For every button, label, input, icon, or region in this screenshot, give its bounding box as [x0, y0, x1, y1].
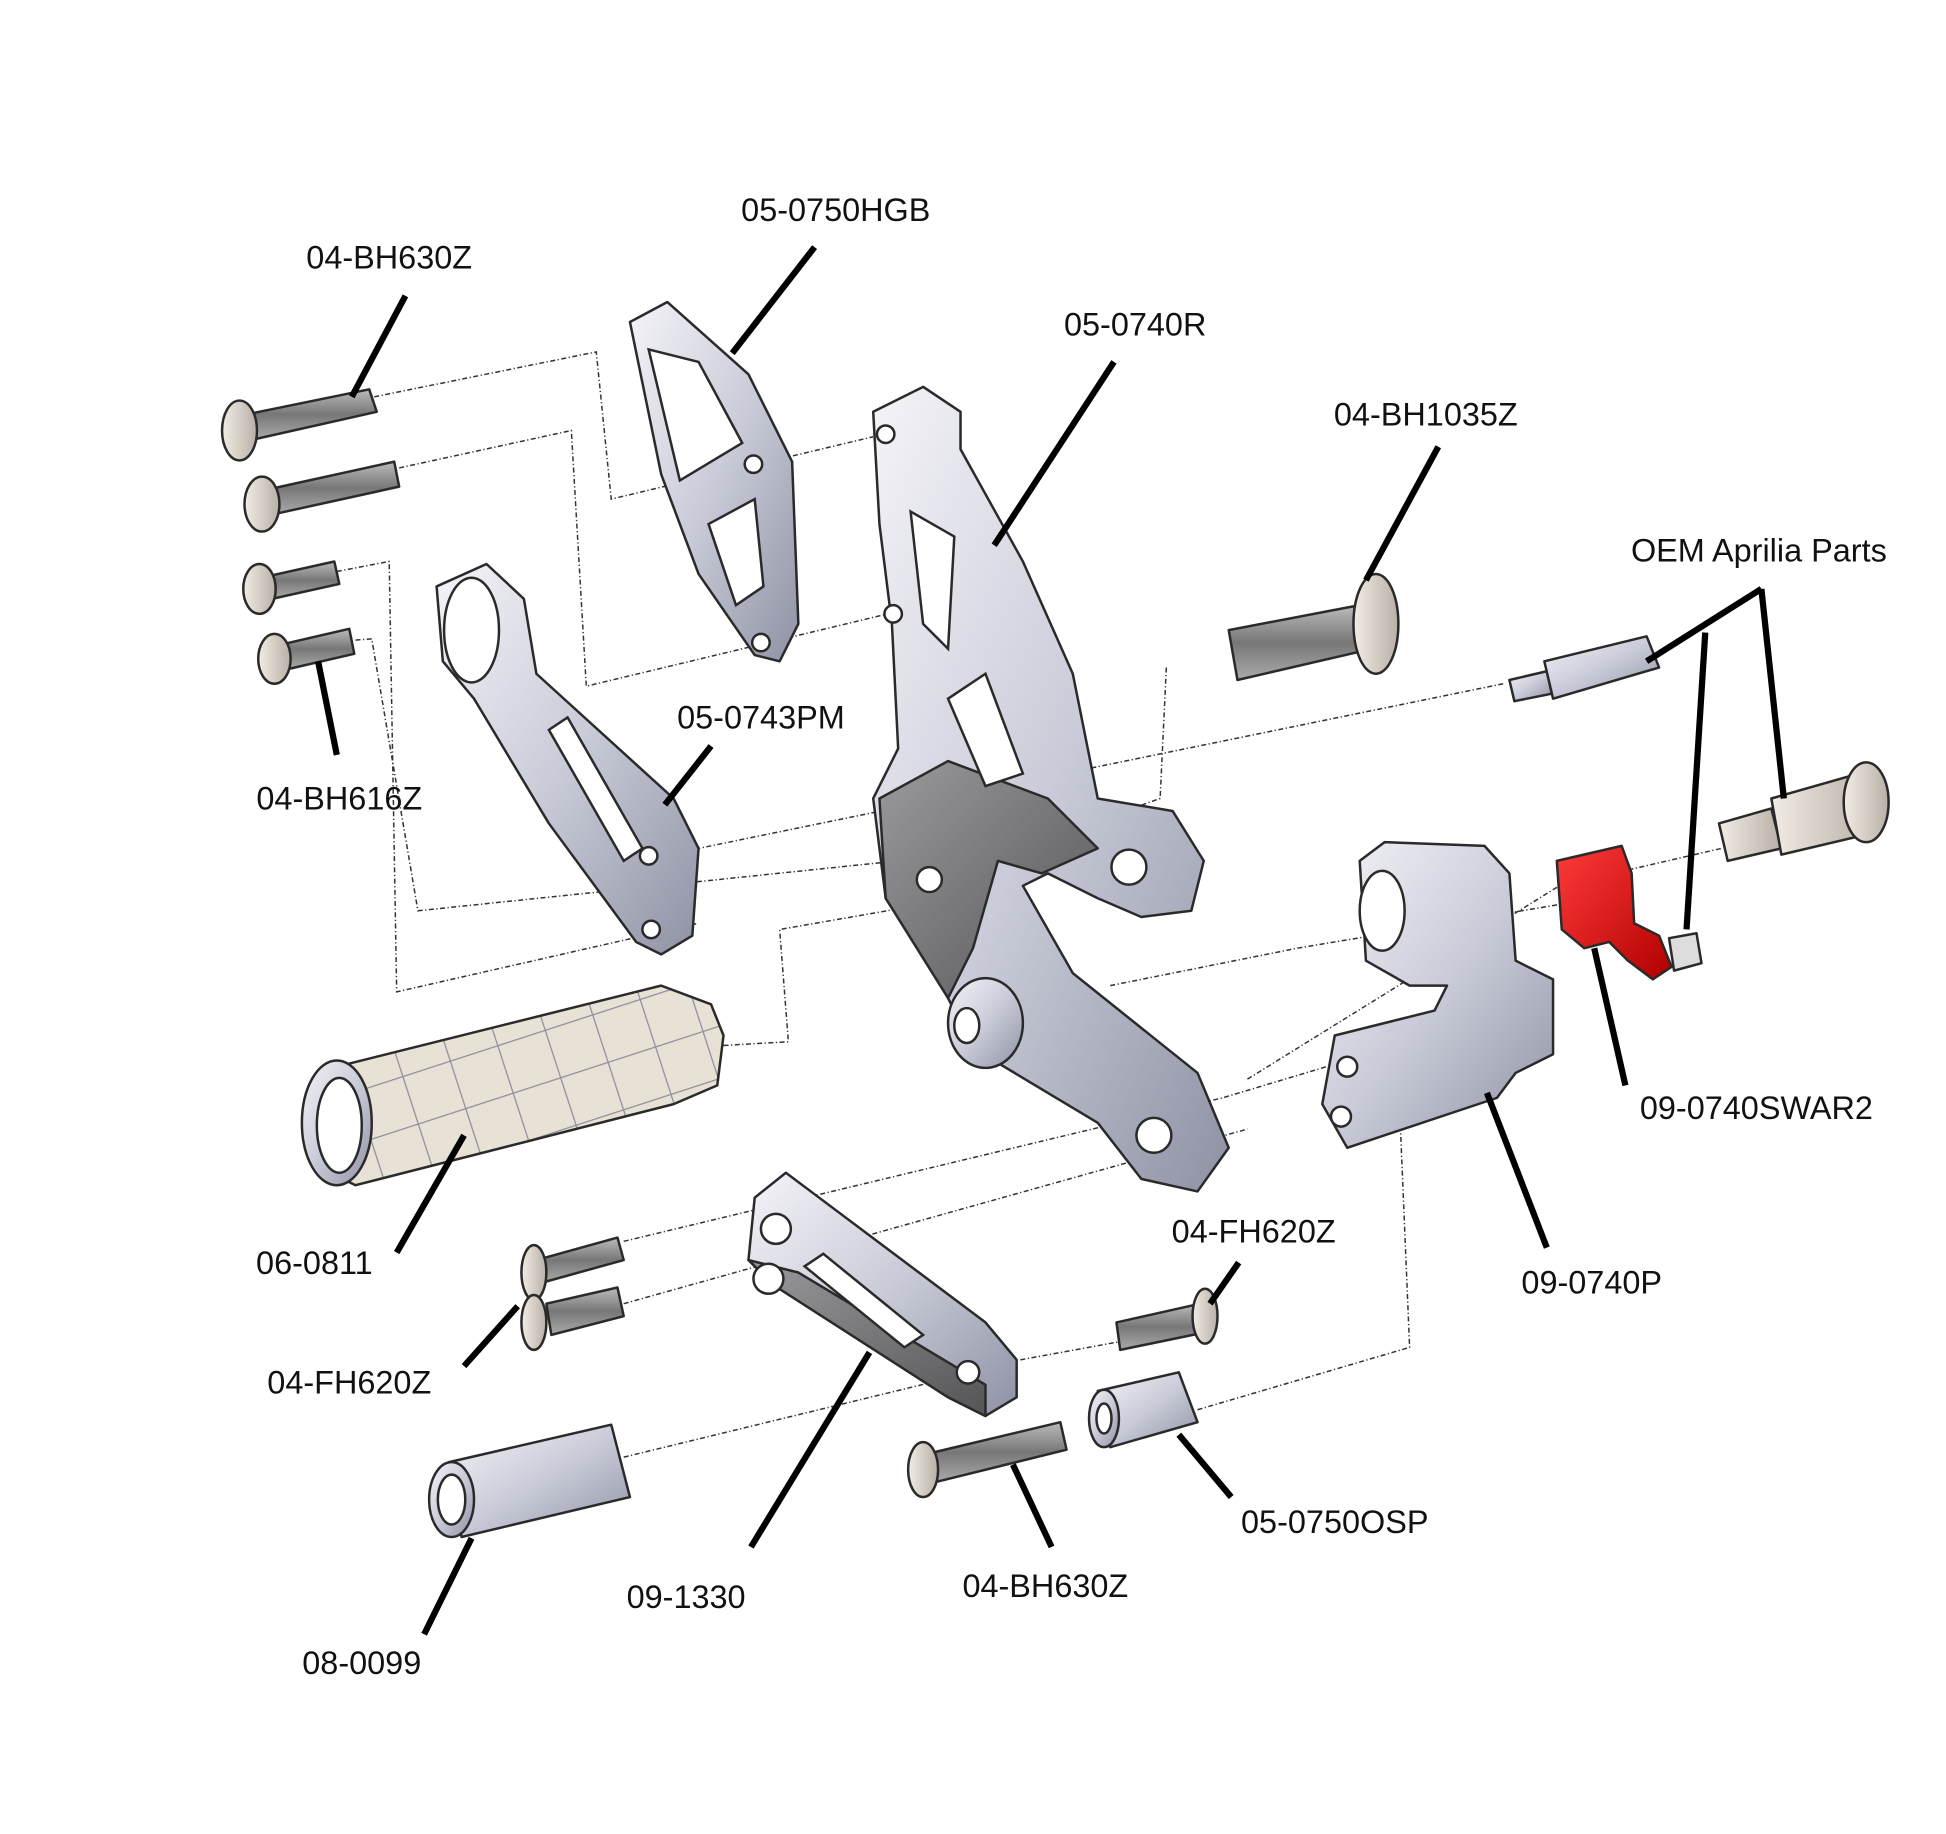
label-08-0099: 08-0099: [302, 1645, 421, 1681]
oem-hex-standoff: [1508, 635, 1661, 703]
link-plate-09-1330: [747, 1171, 1018, 1418]
label-09-0740P: 09-0740P: [1521, 1265, 1662, 1301]
parts: [220, 300, 1890, 1539]
hanger-bracket-05-0750HGB: [628, 300, 800, 663]
part-labels: 05-0750HGB 04-BH630Z 05-0740R 04-BH1035Z…: [256, 192, 1887, 1681]
label-09-0740SWAR2: 09-0740SWAR2: [1640, 1090, 1873, 1126]
label-04-FH620Z-left: 04-FH620Z: [267, 1365, 431, 1401]
flat-head-bolt-1: [520, 1236, 625, 1302]
sleeve-08-0099: [427, 1423, 632, 1539]
flat-head-bolt-2: [520, 1286, 625, 1352]
label-05-0750HGB: 05-0750HGB: [741, 192, 930, 228]
label-04-FH620Z-right: 04-FH620Z: [1172, 1214, 1336, 1250]
label-oem-aprilia-parts: OEM Aprilia Parts: [1631, 532, 1887, 568]
bolt-short-2: [256, 627, 356, 685]
bolt-short-1: [242, 560, 341, 616]
label-05-0740R: 05-0740R: [1064, 307, 1206, 343]
label-04-BH630Z-top: 04-BH630Z: [306, 239, 472, 275]
switch-bracket-09-0740SWAR2: [1555, 844, 1703, 981]
bolt-long-2: [243, 460, 401, 533]
oem-shoulder-bolt: [1717, 761, 1890, 863]
bolt-04-BH630Z-top: [220, 388, 378, 462]
pivot-bolt-04-BH1035Z: [1227, 572, 1400, 682]
pedal-arm-05-0743PM: [435, 562, 700, 956]
label-05-0743PM: 05-0743PM: [677, 700, 845, 736]
label-09-1330: 09-1330: [627, 1579, 746, 1615]
label-04-BH630Z-bottom: 04-BH630Z: [962, 1568, 1128, 1604]
label-04-BH616Z: 04-BH616Z: [256, 781, 422, 817]
rearset-plate-05-0740R: [871, 385, 1230, 1193]
pivot-block-09-0740P: [1321, 840, 1555, 1150]
label-06-0811: 06-0811: [256, 1245, 373, 1281]
spacer-05-0750OSP: [1087, 1371, 1199, 1449]
leader-lines: [315, 245, 1787, 1636]
footpeg-06-0811: [300, 984, 725, 1187]
label-04-BH1035Z: 04-BH1035Z: [1334, 397, 1518, 433]
bolt-04-BH630Z-bottom: [906, 1420, 1068, 1499]
flat-head-bolt-right: [1115, 1287, 1219, 1352]
label-05-0750OSP: 05-0750OSP: [1241, 1504, 1428, 1540]
